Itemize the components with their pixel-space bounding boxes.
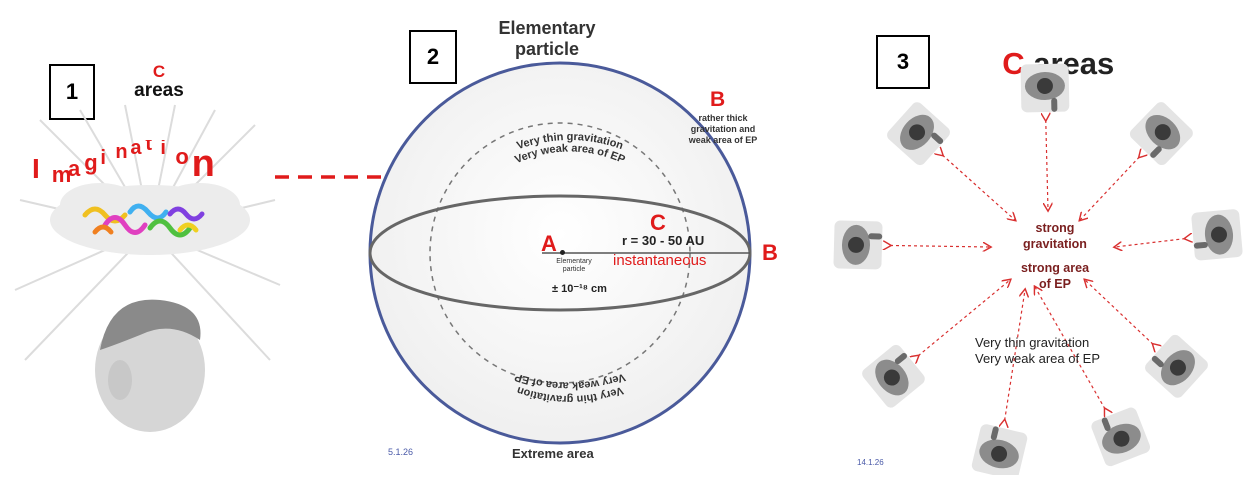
b-desc-line-3: weak area of EP [668,135,778,146]
center-line-4: of EP [1000,276,1110,292]
imagination-letter: I [32,153,40,184]
center-gravitation-text: strong gravitation strong area of EP [1000,220,1110,292]
person-top-view [860,342,928,410]
radius-label: r = 30 - 50 AU [622,233,704,248]
thin-line-1: Very thin gravitation [975,335,1100,351]
panel-2-date: 5.1.26 [388,447,413,457]
b-desc-line-2: gravitation and [668,124,778,135]
person-top-view [1090,406,1152,468]
center-line-3: strong area [1000,260,1110,276]
person-top-view [833,220,882,269]
instantaneous-label: instantaneous [613,252,706,269]
person-top-view [1127,100,1195,168]
imagination-letter: i [100,147,106,169]
head-silhouette [95,300,205,432]
imagination-letter: o [175,144,188,169]
imagination-letter: a [130,140,142,159]
b-desc-line-1: rather thick [668,113,778,124]
panel-1-c-letter: C [139,62,179,82]
imagination-letter: n [115,141,127,163]
gravitation-arrow [1046,120,1048,210]
imagination-letter: i [160,140,166,159]
extreme-area-label: Extreme area [512,446,594,461]
point-b-top: B [710,88,725,112]
imagination-letter: t [145,140,152,155]
point-a-description: Elementary particle [548,258,600,274]
gravitation-arrow [1080,157,1139,220]
gravitation-arrow [942,155,1015,220]
a-desc-line-2: particle [548,266,600,274]
panel-1-areas-label: areas [114,80,204,102]
center-line-2: gravitation [1000,236,1110,252]
point-b-description: rather thick gravitation and weak area o… [668,113,778,146]
panel-2-title: Elementary particle [482,18,612,60]
panel-2-title-line-2: particle [482,39,612,60]
gravitation-arrow [890,245,990,247]
thin-line-2: Very weak area of EP [975,351,1100,367]
point-a-dot [560,250,565,255]
thin-gravitation-text: Very thin gravitation Very weak area of … [975,335,1100,367]
imagination-letter: n [192,143,215,185]
gravitation-arrow [1115,239,1185,247]
center-line-1: strong [1000,220,1110,236]
point-a-size: ± 10⁻¹⁸ cm [552,282,607,295]
panel-2-title-line-1: Elementary [482,18,612,39]
person-top-view [971,423,1029,475]
point-b-right: B [762,240,778,266]
person-top-view [885,100,953,168]
point-a: A [541,231,557,257]
person-top-view [1143,332,1211,400]
imagination-letter: a [68,156,81,181]
imagination-letter: g [84,150,97,175]
person-top-view [1021,64,1070,113]
inner-bottom-curved-text: Very weak area of EP Very thin gravitati… [470,355,670,415]
a-desc-line-1: Elementary [548,258,600,266]
panel-3-date: 14.1.26 [857,458,884,467]
person-top-view [1191,209,1243,261]
inner-top-curved-text: Very thin gravitation Very weak area of … [470,110,670,170]
